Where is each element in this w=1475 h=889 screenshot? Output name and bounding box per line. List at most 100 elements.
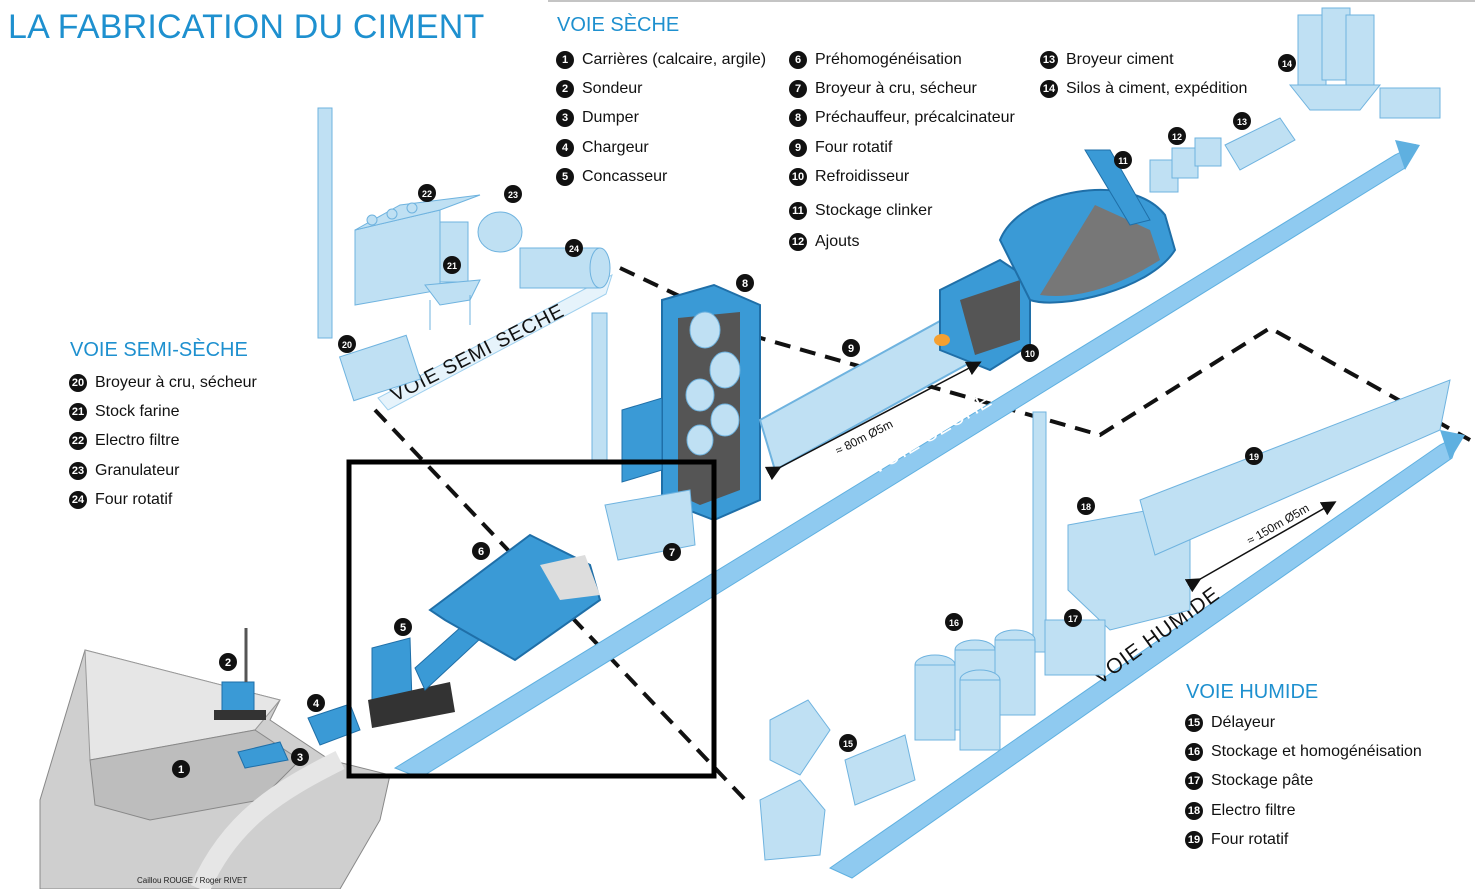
number-badge: 19 [1185, 831, 1203, 850]
marker-circle [1233, 112, 1251, 130]
number-badge: 22 [69, 432, 87, 451]
legend-item: 22 Electro filtre [69, 427, 257, 456]
marker-circle [472, 542, 490, 560]
legend-item: 2 Sondeur [556, 74, 766, 103]
number-badge: 24 [69, 491, 87, 510]
legend-item: 21 Stock farine [69, 397, 257, 426]
marker-circle [338, 335, 356, 353]
marker-label: 11 [1118, 156, 1128, 166]
marker-label: 19 [1249, 452, 1259, 462]
marker-label: 20 [342, 340, 352, 350]
marker-label: 10 [1025, 349, 1035, 359]
number-badge: 13 [1040, 50, 1058, 69]
number-badge: 5 [556, 168, 574, 187]
number-badge: 23 [69, 461, 87, 480]
legend-label: Broyeur à cru, sécheur [95, 373, 257, 391]
legend-item: 14 Silos à ciment, expédition [1040, 74, 1247, 103]
number-badge: 20 [69, 373, 87, 392]
dry-plant [591, 7, 1441, 522]
legend-label: Broyeur à cru, sécheur [815, 80, 977, 98]
number-badge: 16 [1185, 743, 1203, 762]
marker-circle [307, 694, 325, 712]
legend-item: 9 Four rotatif [789, 133, 1015, 162]
crusher-and-hall [368, 489, 696, 728]
number-badge: 21 [69, 403, 87, 422]
legend-item: 5 Concasseur [556, 163, 766, 192]
legend-item: 1 Carrières (calcaire, argile) [556, 45, 766, 74]
number-badge: 9 [789, 138, 807, 157]
number-badge: 1 [556, 50, 574, 69]
section-heading-voie-seche: VOIE SÈCHE [557, 14, 680, 36]
legend-label: Ajouts [815, 233, 860, 251]
highlight-box [346, 459, 717, 779]
marker-circle [736, 274, 754, 292]
legend-label: Granulateur [95, 461, 180, 479]
marker-circle [291, 748, 309, 766]
marker-label: 13 [1237, 117, 1247, 127]
number-badge: 10 [789, 168, 807, 187]
legend-label: Electro filtre [1211, 801, 1296, 819]
marker-circle [1021, 344, 1039, 362]
marker-label: 24 [569, 244, 579, 254]
marker-label: 1 [178, 764, 184, 776]
marker-circle [172, 760, 190, 778]
legend-label: Silos à ciment, expédition [1066, 80, 1248, 98]
conveyor-semi-seche [377, 274, 613, 411]
legend-label: Four rotatif [815, 138, 893, 156]
legend-label: Stock farine [95, 403, 180, 421]
marker-circle [1168, 127, 1186, 145]
number-badge: 15 [1185, 713, 1203, 732]
marker-label: 14 [1282, 59, 1292, 69]
legend-label: Dumper [582, 109, 639, 127]
marker-circle [219, 653, 237, 671]
marker-label: 3 [297, 752, 303, 764]
image-credit: Caillou ROUGE / Roger RIVET [137, 876, 248, 885]
legend-item: 17 Stockage pâte [1185, 767, 1422, 796]
number-badge: 17 [1185, 772, 1203, 791]
section-heading-voie-humide: VOIE HUMIDE [1186, 681, 1319, 703]
number-badge: 14 [1040, 80, 1058, 99]
legend-label: Préhomogénéisation [815, 50, 962, 68]
legend-label: Concasseur [582, 168, 668, 186]
marker-label: 2 [225, 657, 231, 669]
dimension-arrow-dry [764, 361, 982, 481]
marker-label: 9 [848, 343, 854, 355]
marker-circle [839, 734, 857, 752]
legend-item: 23 Granulateur [69, 456, 257, 485]
marker-circle [663, 543, 681, 561]
marker-circle [1245, 447, 1263, 465]
marker-label: 7 [669, 547, 675, 559]
marker-label: 12 [1172, 132, 1182, 142]
marker-circle [394, 618, 412, 636]
legend-label: Four rotatif [1211, 831, 1289, 849]
marker-label: 16 [949, 618, 959, 628]
legend-label: Stockage pâte [1211, 772, 1314, 790]
number-badge: 2 [556, 80, 574, 99]
dimension-arrow-wet [1184, 501, 1337, 593]
marker-label: 4 [313, 698, 320, 710]
marker-circle [565, 239, 583, 257]
legend-label: Carrières (calcaire, argile) [582, 50, 767, 68]
legend-item: 20 Broyeur à cru, sécheur [69, 368, 257, 397]
marker-label: 15 [843, 739, 853, 749]
legend-label: Sondeur [582, 80, 643, 98]
marker-label: 6 [478, 546, 484, 558]
marker-circle [418, 184, 436, 202]
marker-circle [842, 339, 860, 357]
number-badge: 7 [789, 80, 807, 99]
marker-circle [504, 185, 522, 203]
marker-circle [1114, 151, 1132, 169]
number-badge: 6 [789, 50, 807, 69]
marker-label: 23 [508, 190, 518, 200]
marker-circle [1064, 609, 1082, 627]
legend-label: Electro filtre [95, 432, 180, 450]
